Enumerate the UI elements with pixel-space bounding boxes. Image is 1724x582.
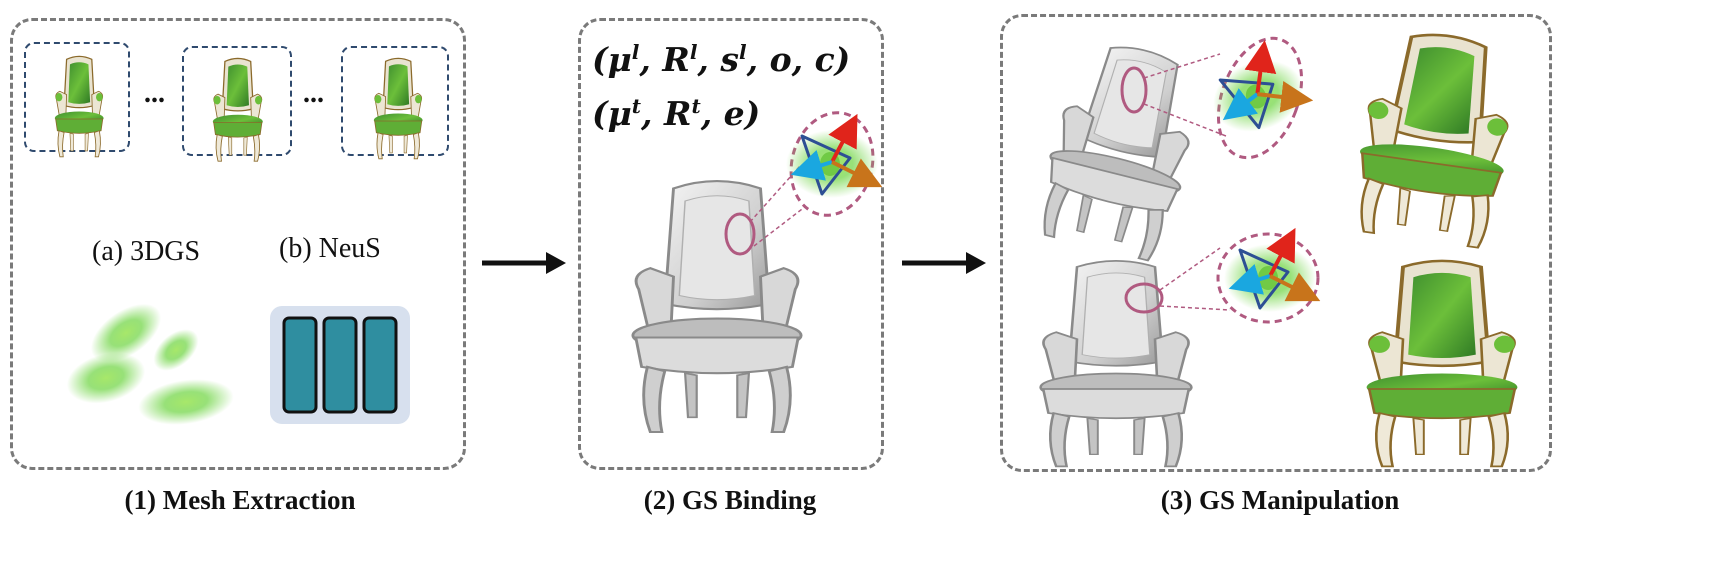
binding-params-local: (μl, Rl, sl, o, c): [592, 40, 851, 79]
ellipsis-2: ...: [303, 78, 324, 109]
caption-mesh-extraction: (1) Mesh Extraction: [124, 485, 356, 515]
right-arrow-icon: [902, 252, 986, 274]
input-view-thumbnail-3: [341, 46, 449, 160]
binding-params-triangle: (μt, Rt, e): [592, 94, 761, 133]
ellipsis-1: ...: [144, 78, 165, 109]
chair-icon: [54, 55, 105, 158]
chair-textured-icon: [1364, 258, 1520, 469]
panel-mesh-extraction: [10, 18, 466, 470]
method-label-neus: (b) NeuS: [279, 233, 381, 264]
deformed-chair-textured-icon: [1347, 24, 1524, 252]
chair-icon: [373, 57, 424, 160]
right-arrow-icon: [482, 252, 566, 274]
caption-gs-binding: (2) GS Binding: [643, 485, 817, 515]
gaussian-axes-icon: [1224, 242, 1316, 312]
manipulation-zoom-callout-top: [1120, 36, 1320, 160]
method-label-3dgs: (a) 3DGS: [92, 236, 201, 267]
panel-gs-manipulation: [1000, 14, 1552, 472]
neus-network-icon: [270, 306, 410, 424]
manipulation-zoom-callout-bottom: [1124, 232, 1320, 324]
input-view-thumbnail-2: [182, 46, 292, 162]
gaussian-splats-icon: [66, 303, 234, 425]
panel-gs-binding: [578, 18, 884, 470]
binding-zoom-callout: [724, 111, 880, 256]
caption-gs-manipulation: (3) GS Manipulation: [1160, 485, 1400, 515]
chair-icon: [212, 57, 264, 162]
input-view-thumbnail-1: [24, 42, 130, 158]
